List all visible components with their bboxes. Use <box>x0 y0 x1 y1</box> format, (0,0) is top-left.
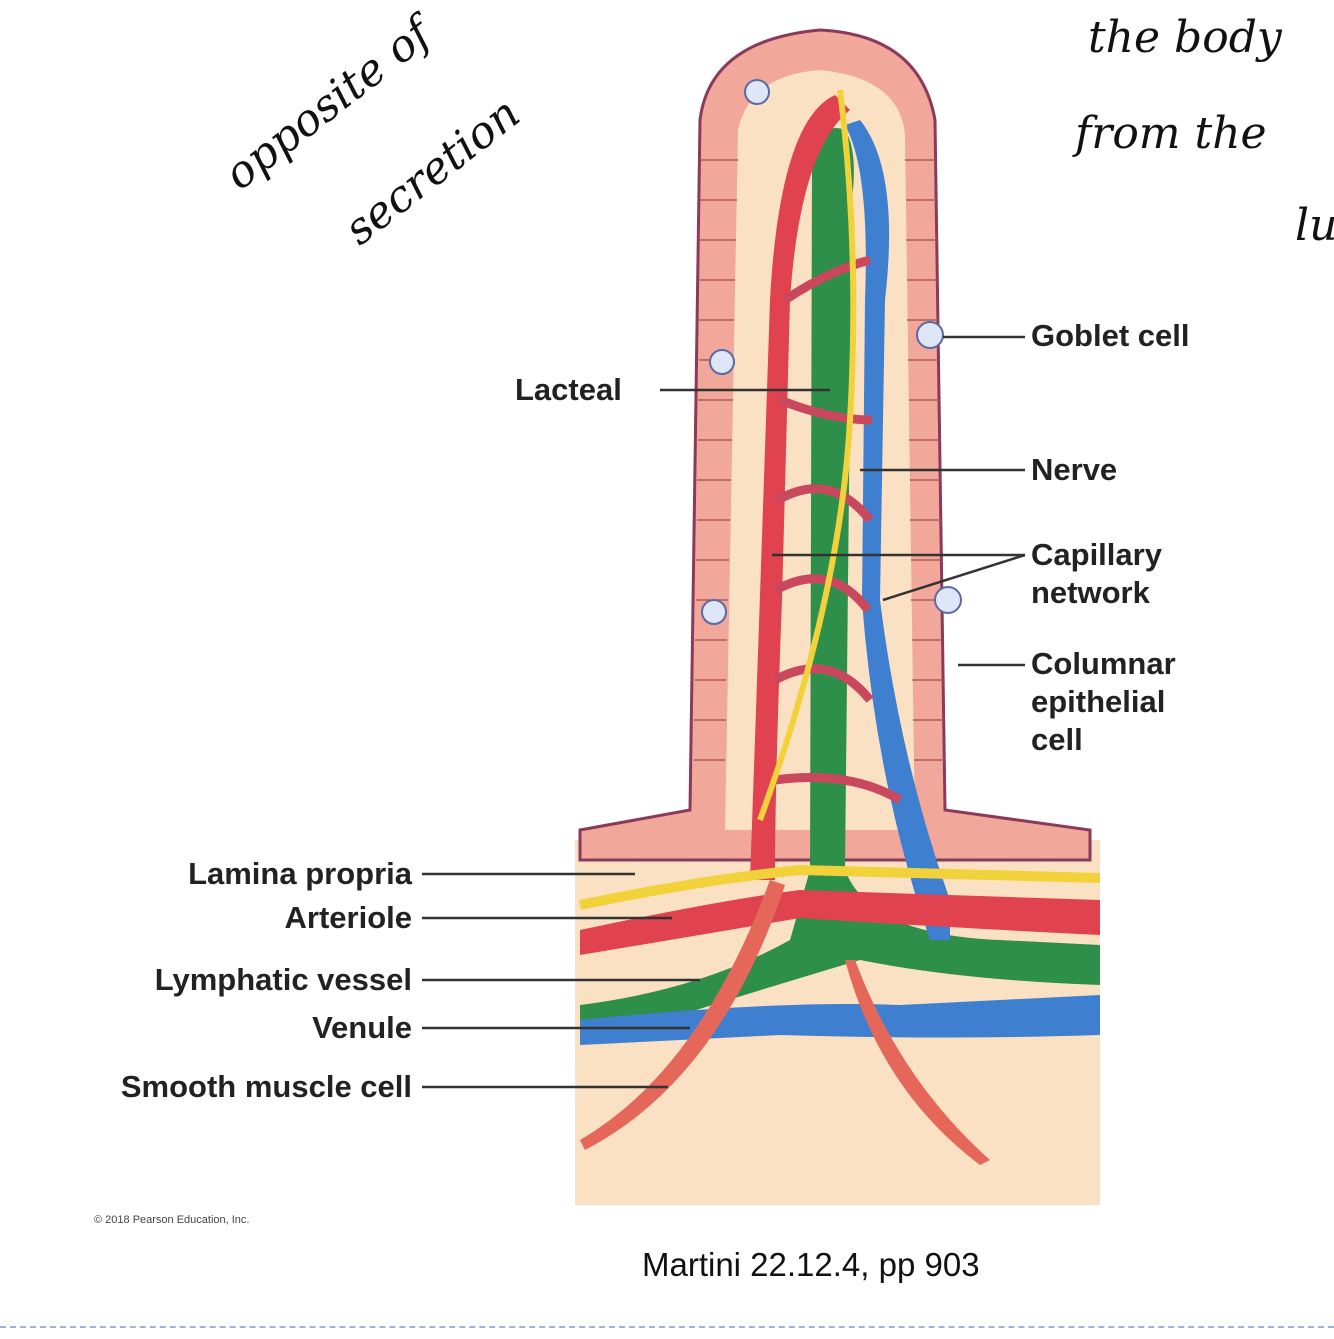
goblet-cell-shape <box>709 349 735 375</box>
note-right-line1: the body <box>1088 12 1282 63</box>
label-lymphatic-vessel: Lymphatic vessel <box>154 962 412 997</box>
label-lamina-propria: Lamina propria <box>188 856 412 891</box>
goblet-cell-shape <box>916 321 944 349</box>
label-columnar-line3: cell <box>1031 722 1083 757</box>
label-venule: Venule <box>312 1010 412 1045</box>
label-capillary-line2: network <box>1031 575 1150 610</box>
leader-lines <box>422 335 1026 1089</box>
nerve-fiber-shape <box>757 89 857 822</box>
nerve-shape <box>578 864 1101 910</box>
label-lacteal: Lacteal <box>515 372 622 407</box>
label-capillary-network: Capillary network <box>1031 536 1162 612</box>
smooth-muscle-shape <box>845 960 990 1165</box>
capillary-venous-shape <box>845 120 950 940</box>
label-columnar-line1: Columnar <box>1031 646 1176 681</box>
handwritten-note-right-1: the body <box>1088 12 1282 63</box>
page-divider <box>0 1326 1334 1328</box>
label-columnar-line2: epithelial <box>1031 684 1166 719</box>
copyright-notice: © 2018 Pearson Education, Inc. <box>94 1214 250 1226</box>
label-capillary-line1: Capillary <box>1031 537 1162 572</box>
note-right-line2: from the <box>1075 108 1267 159</box>
label-smooth-muscle-cell: Smooth muscle cell <box>120 1069 412 1104</box>
capillary-arterial-shape <box>750 95 850 880</box>
label-goblet-cell: Goblet cell <box>1031 318 1190 353</box>
goblet-cell-shape <box>701 599 727 625</box>
smooth-muscle-shape <box>580 880 785 1150</box>
goblet-cell-shape <box>744 79 770 105</box>
goblet-cell-shape <box>934 586 962 614</box>
label-columnar-epithelial-cell: Columnar epithelial cell <box>1031 645 1176 759</box>
handwritten-note-right-3: lu <box>1295 200 1334 251</box>
figure-caption: Martini 22.12.4, pp 903 <box>642 1246 980 1283</box>
arteriole-shape <box>580 890 1100 955</box>
label-nerve: Nerve <box>1031 452 1118 487</box>
note-right-line3: lu <box>1295 200 1334 251</box>
lacteal-lymph-shape <box>580 128 1100 1020</box>
handwritten-note-right-2: from the <box>1075 108 1267 159</box>
label-arteriole: Arteriole <box>284 900 412 935</box>
